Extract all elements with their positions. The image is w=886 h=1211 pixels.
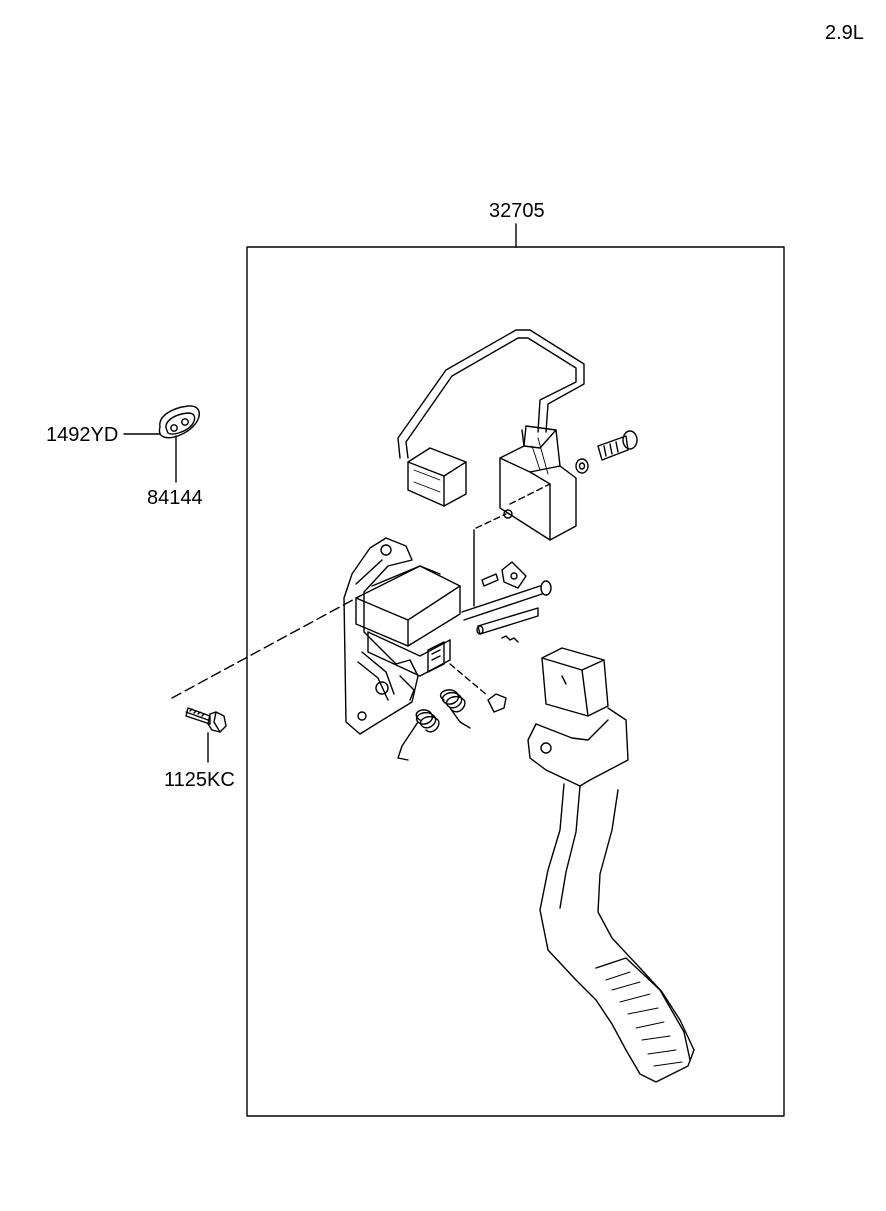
pedal-position-sensor-icon — [474, 426, 576, 606]
return-spring-icon — [398, 690, 470, 760]
assembly-part-number[interactable]: 32705 — [489, 200, 545, 222]
clip-icon — [502, 562, 526, 588]
pedal-housing-icon — [356, 566, 460, 676]
bolt-icon[interactable] — [172, 596, 360, 762]
stopper-icon — [450, 664, 506, 712]
part-label-1125kc[interactable]: 1125KC — [164, 769, 235, 791]
small-spring-pin-icon — [502, 636, 518, 642]
grommet-icon[interactable] — [124, 406, 199, 482]
screw-icon — [598, 431, 637, 460]
part-label-84144[interactable]: 84144 — [147, 487, 203, 509]
part-label-1492yd[interactable]: 1492YD — [46, 424, 119, 446]
pedal-bracket-icon — [344, 538, 418, 734]
connector-plug-icon — [408, 448, 466, 506]
engine-variant-label: 2.9L — [825, 22, 864, 44]
assembly-frame — [247, 224, 784, 1116]
accelerator-pedal-arm-icon — [528, 648, 694, 1082]
wire-harness — [398, 330, 584, 458]
washer-icon — [576, 459, 588, 473]
pivot-pin-icon — [462, 574, 551, 634]
